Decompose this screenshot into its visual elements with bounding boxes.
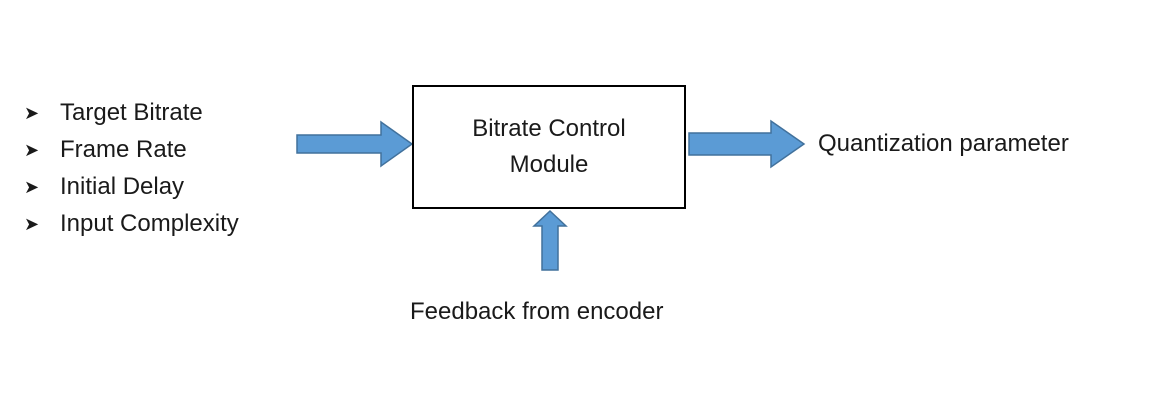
list-item: ➤ Target Bitrate bbox=[24, 94, 239, 131]
list-item: ➤ Initial Delay bbox=[24, 168, 239, 205]
output-arrow-icon bbox=[688, 119, 806, 169]
feedback-label: Feedback from encoder bbox=[410, 298, 664, 325]
module-title-line-1: Bitrate Control bbox=[472, 115, 626, 142]
input-label: Initial Delay bbox=[60, 172, 185, 200]
arrowhead-bullet-icon: ➤ bbox=[24, 139, 40, 160]
input-label: Input Complexity bbox=[60, 209, 239, 237]
input-arrow-icon bbox=[296, 120, 414, 168]
feedback-arrow-icon bbox=[532, 209, 568, 271]
list-item: ➤ Input Complexity bbox=[24, 205, 239, 242]
list-item: ➤ Frame Rate bbox=[24, 131, 239, 168]
arrowhead-bullet-icon: ➤ bbox=[24, 102, 40, 123]
input-parameter-list: ➤ Target Bitrate ➤ Frame Rate ➤ Initial … bbox=[24, 94, 239, 242]
output-label: Quantization parameter bbox=[818, 130, 1069, 157]
bitrate-control-module-box: Bitrate Control Module bbox=[412, 85, 686, 209]
arrowhead-bullet-icon: ➤ bbox=[24, 213, 40, 234]
input-label: Target Bitrate bbox=[60, 98, 203, 126]
module-title-line-2: Module bbox=[509, 151, 589, 178]
arrowhead-bullet-icon: ➤ bbox=[24, 176, 40, 197]
input-label: Frame Rate bbox=[60, 135, 187, 163]
